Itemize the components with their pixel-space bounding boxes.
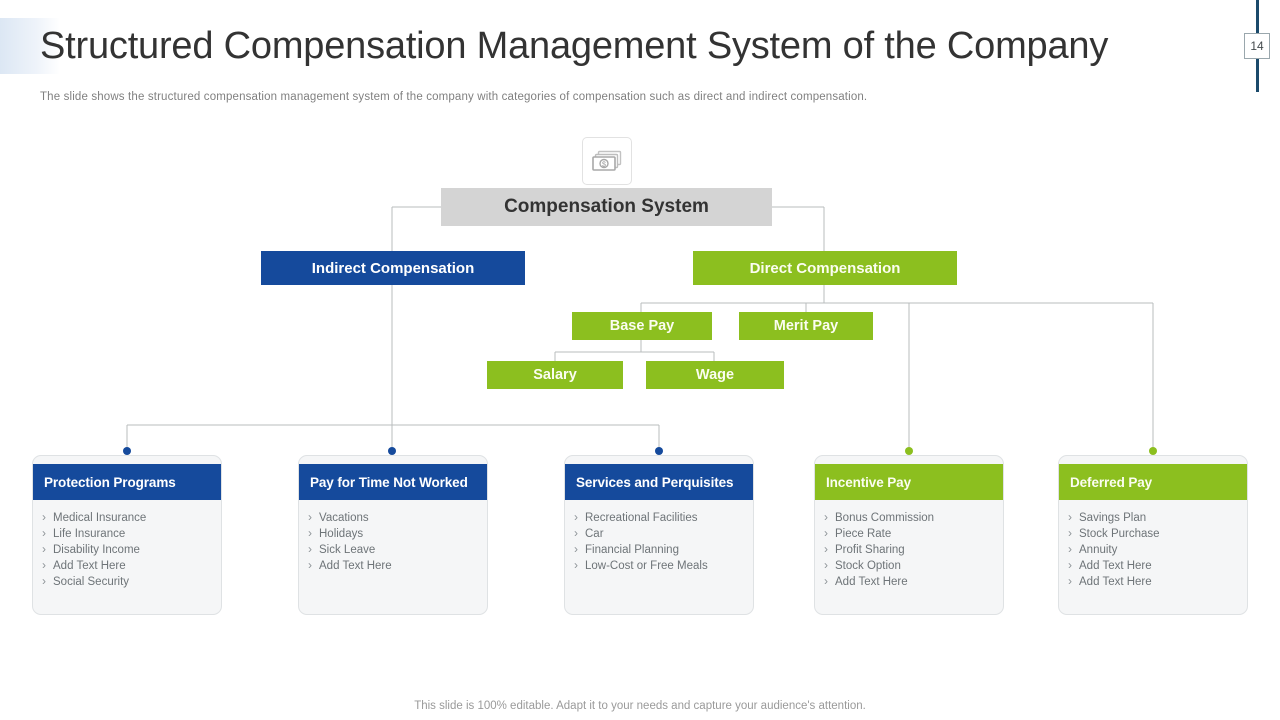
card-title: Services and Perquisites [565, 464, 753, 500]
card-deferred-pay[interactable]: Deferred Pay Savings PlanStock PurchaseA… [1058, 455, 1248, 615]
list-item: Bonus Commission [823, 509, 995, 526]
node-compensation-system[interactable]: Compensation System [441, 188, 772, 226]
list-item: Life Insurance [41, 525, 213, 542]
card-protection-programs[interactable]: Protection Programs Medical InsuranceLif… [32, 455, 222, 615]
node-salary[interactable]: Salary [487, 361, 623, 389]
list-item: Financial Planning [573, 541, 745, 558]
list-item: Vacations [307, 509, 479, 526]
list-item: Recreational Facilities [573, 509, 745, 526]
list-item: Disability Income [41, 541, 213, 558]
money-icon-tile: $ [582, 137, 632, 185]
list-item: Savings Plan [1067, 509, 1239, 526]
list-item: Medical Insurance [41, 509, 213, 526]
money-stack-icon: $ [592, 150, 622, 171]
node-direct-compensation[interactable]: Direct Compensation [693, 251, 957, 285]
node-base-pay[interactable]: Base Pay [572, 312, 712, 340]
card-item-list: Medical InsuranceLife InsuranceDisabilit… [33, 509, 221, 590]
list-item: Low-Cost or Free Meals [573, 557, 745, 574]
list-item: Add Text Here [307, 557, 479, 574]
card-title: Protection Programs [33, 464, 221, 500]
list-item: Social Security [41, 573, 213, 590]
page-title: Structured Compensation Management Syste… [40, 25, 1109, 67]
title-accent-bar [0, 18, 60, 74]
list-item: Profit Sharing [823, 541, 995, 558]
list-item: Stock Purchase [1067, 525, 1239, 542]
card-services-and-perquisites[interactable]: Services and Perquisites Recreational Fa… [564, 455, 754, 615]
card-incentive-pay[interactable]: Incentive Pay Bonus CommissionPiece Rate… [814, 455, 1004, 615]
list-item: Stock Option [823, 557, 995, 574]
list-item: Piece Rate [823, 525, 995, 542]
card-pay-for-time-not-worked[interactable]: Pay for Time Not Worked VacationsHoliday… [298, 455, 488, 615]
list-item: Add Text Here [823, 573, 995, 590]
node-merit-pay[interactable]: Merit Pay [739, 312, 873, 340]
list-item: Add Text Here [41, 557, 213, 574]
card-item-list: VacationsHolidaysSick LeaveAdd Text Here [299, 509, 487, 574]
svg-text:$: $ [602, 162, 606, 169]
list-item: Add Text Here [1067, 557, 1239, 574]
card-title: Pay for Time Not Worked [299, 464, 487, 500]
list-item: Car [573, 525, 745, 542]
list-item: Holidays [307, 525, 479, 542]
connector-dots [123, 447, 1157, 455]
footer-note: This slide is 100% editable. Adapt it to… [414, 700, 866, 712]
list-item: Add Text Here [1067, 573, 1239, 590]
node-indirect-compensation[interactable]: Indirect Compensation [261, 251, 525, 285]
card-item-list: Savings PlanStock PurchaseAnnuityAdd Tex… [1059, 509, 1247, 590]
card-title: Deferred Pay [1059, 464, 1247, 500]
card-item-list: Bonus CommissionPiece RateProfit Sharing… [815, 509, 1003, 590]
list-item: Sick Leave [307, 541, 479, 558]
page-subtitle: The slide shows the structured compensat… [40, 91, 868, 103]
page-number-badge: 14 [1244, 33, 1270, 59]
card-item-list: Recreational FacilitiesCarFinancial Plan… [565, 509, 753, 574]
list-item: Annuity [1067, 541, 1239, 558]
node-wage[interactable]: Wage [646, 361, 784, 389]
card-title: Incentive Pay [815, 464, 1003, 500]
